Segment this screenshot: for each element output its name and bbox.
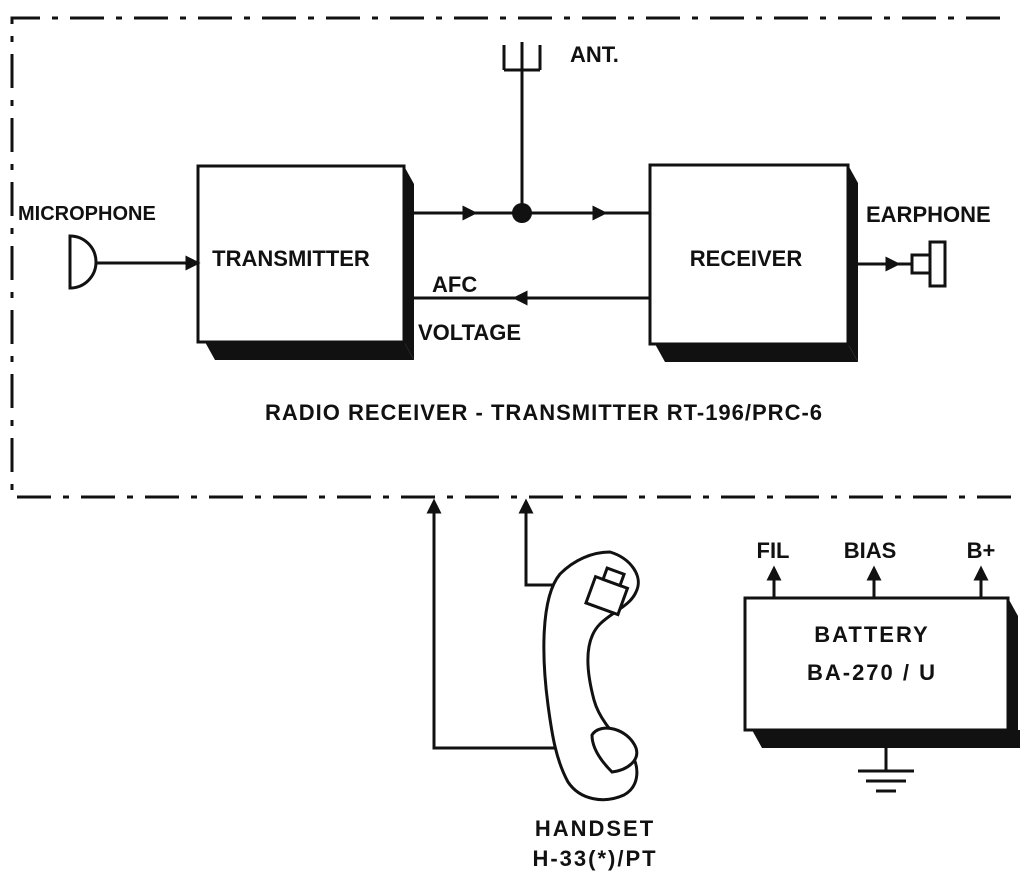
bias-label: BIAS <box>844 538 897 563</box>
microphone-label: MICROPHONE <box>18 203 156 225</box>
antenna-junction-dot <box>512 203 532 223</box>
b-plus-label: B+ <box>967 538 996 563</box>
battery-block: BATTERY BA-270 / U <box>743 596 1020 748</box>
handset-mic-line <box>426 498 580 750</box>
receiver-block: RECEIVER <box>648 163 858 362</box>
afc-label: AFC <box>432 272 477 297</box>
battery-label: BATTERY <box>814 622 929 647</box>
receiver-label: RECEIVER <box>690 246 803 271</box>
enclosure-border <box>10 16 1020 499</box>
antenna-icon <box>502 42 542 212</box>
earphone-label: EARPHONE <box>866 202 991 227</box>
transmitter-label: TRANSMITTER <box>212 246 370 271</box>
voltage-label: VOLTAGE <box>418 320 521 345</box>
transmitter-block: TRANSMITTER <box>196 164 414 360</box>
handset-icon <box>542 550 640 802</box>
fil-label: FIL <box>757 538 790 563</box>
ground-icon <box>858 748 914 793</box>
handset-model-label: H-33(*)/PT <box>532 846 657 871</box>
antenna-label: ANT. <box>570 42 619 67</box>
battery-model-label: BA-270 / U <box>807 660 937 685</box>
enclosure-title: RADIO RECEIVER - TRANSMITTER RT-196/PRC-… <box>265 400 823 425</box>
earphone-icon <box>893 240 947 288</box>
microphone-icon <box>68 234 98 290</box>
handset-label: HANDSET <box>535 816 655 841</box>
